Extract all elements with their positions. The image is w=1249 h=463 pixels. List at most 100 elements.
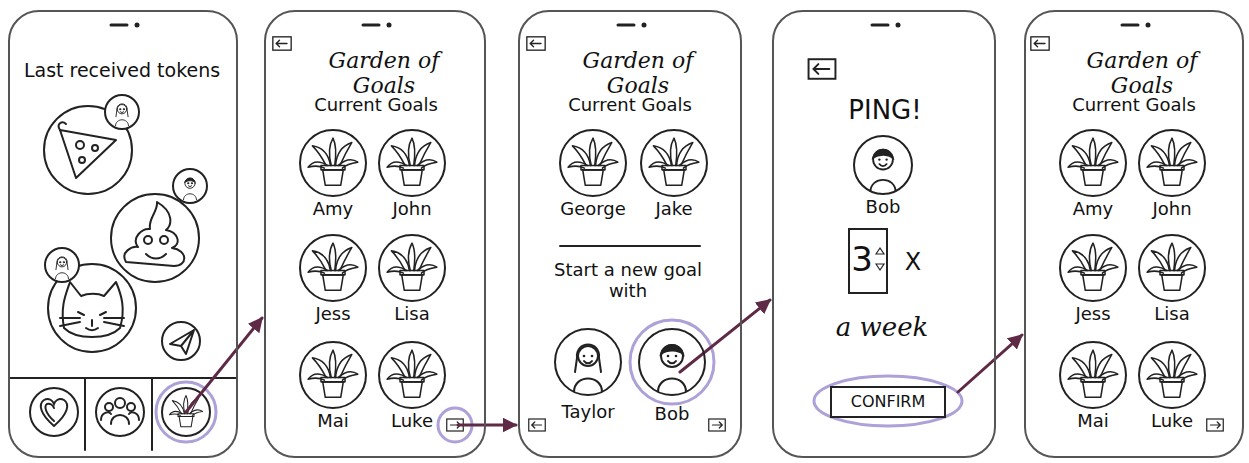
sketch-stroke [124, 202, 184, 266]
phone-border [773, 11, 995, 457]
sketch-stroke [45, 248, 79, 282]
sketch-stroke [59, 122, 66, 130]
circle-outline [299, 129, 367, 197]
sketch-stroke [76, 141, 84, 149]
sketch-stroke [709, 419, 726, 431]
button-box: 3 [848, 228, 888, 294]
circle-outline [378, 234, 446, 302]
sketch-stroke [529, 419, 546, 431]
sketch-stroke [814, 376, 962, 426]
screen-text: PING! [805, 96, 965, 126]
circle-outline [638, 328, 706, 396]
contact-circle: Jess [1059, 234, 1127, 302]
node-label: Bob [617, 404, 727, 425]
screen-text: Current Goals [545, 95, 715, 116]
sketch-stroke [60, 130, 116, 178]
screen-text: X [898, 249, 928, 277]
sketch-stroke [308, 138, 358, 185]
node-label: John [357, 199, 467, 220]
circle-outline [299, 234, 367, 302]
node-label: Mai [278, 411, 388, 432]
contact-circle: Luke [1138, 341, 1206, 409]
circle-border [1139, 130, 1205, 196]
node-label: 3 [851, 240, 873, 279]
sketch-stroke [9, 377, 237, 379]
phone-screen: Garden of GoalsCurrent GoalsStart a new … [518, 10, 742, 458]
sketch-stroke [173, 169, 207, 203]
node-label: Jess [1038, 304, 1148, 325]
contact-circle: Bob [638, 328, 706, 396]
sketch-stroke [111, 24, 127, 27]
sketch-stroke [160, 236, 168, 244]
screen-text: Current Goals [1049, 95, 1219, 116]
sketch-stroke [527, 37, 545, 50]
contact-circle: Bob [853, 135, 913, 195]
sketch-stroke [1031, 37, 1049, 50]
circle-border [1139, 342, 1205, 408]
sketch-stroke [111, 194, 199, 282]
sketch-stroke [1147, 138, 1197, 185]
circle-border [639, 329, 705, 395]
sketch-stroke [78, 312, 106, 330]
circle-border [560, 130, 626, 196]
circle-border [300, 235, 366, 301]
phone-outline [772, 10, 996, 458]
circle-outline [378, 341, 446, 409]
circle-outline [640, 129, 708, 197]
circle-border [1060, 342, 1126, 408]
sketch-stroke [55, 257, 68, 279]
sketch-stroke [387, 138, 437, 185]
sketch-stroke [1068, 350, 1118, 397]
sketch-stroke [63, 282, 123, 337]
node-label: John [1117, 199, 1227, 220]
sketch-stroke [1207, 419, 1224, 431]
sketch-stroke [1146, 23, 1151, 28]
circle-border [300, 130, 366, 196]
node-label: Luke [357, 411, 467, 432]
sketch-stroke [642, 23, 647, 28]
node-label: CONFIRM [851, 393, 926, 411]
sketch-stroke [658, 345, 686, 392]
sketch-stroke [41, 399, 67, 426]
sketch-stroke [363, 24, 379, 27]
circle-border [555, 329, 621, 395]
circle-border [641, 130, 707, 196]
circle-border [854, 136, 912, 194]
circle-border [379, 130, 445, 196]
sketch-stroke [162, 322, 200, 360]
contact-circle: Jake [640, 129, 708, 197]
nav-buttons [273, 37, 1223, 442]
sketch-stroke [560, 245, 700, 247]
contact-circle: Mai [1059, 341, 1127, 409]
flow-arrow [958, 335, 1022, 392]
contact-circle: Lisa [1138, 234, 1206, 302]
sketch-stroke [151, 378, 153, 450]
sketch-stroke [144, 236, 152, 244]
contact-circle: Taylor [554, 328, 622, 396]
node-label: Amy [1038, 199, 1148, 220]
node-label: Jess [278, 304, 388, 325]
screen-text: Last received tokens [15, 60, 229, 82]
screen-text: Start a new goal with [548, 260, 708, 301]
sketch-stroke [135, 23, 140, 28]
circle-outline [299, 341, 367, 409]
contact-circle: John [378, 129, 446, 197]
flow-arrow [186, 318, 262, 412]
sketch-stroke [308, 243, 358, 290]
tab-bar [9, 378, 237, 450]
circle-outline [1059, 341, 1127, 409]
circle-border [379, 235, 445, 301]
sketch-stroke [896, 23, 901, 28]
sketch-stroke [387, 243, 437, 290]
circle-outline [554, 328, 622, 396]
screen-text: Garden of Goals [294, 48, 474, 99]
sketch-stroke [92, 145, 98, 151]
phone-screen: Last received tokens [8, 10, 238, 458]
phone-screen: Garden of GoalsCurrent GoalsAmyJohnJessL… [264, 10, 486, 458]
phone-border [519, 11, 741, 457]
phone-notches [111, 23, 1151, 28]
sketch-stroke [870, 150, 895, 192]
node-label: Lisa [1117, 304, 1227, 325]
sketch-stroke [568, 138, 618, 185]
